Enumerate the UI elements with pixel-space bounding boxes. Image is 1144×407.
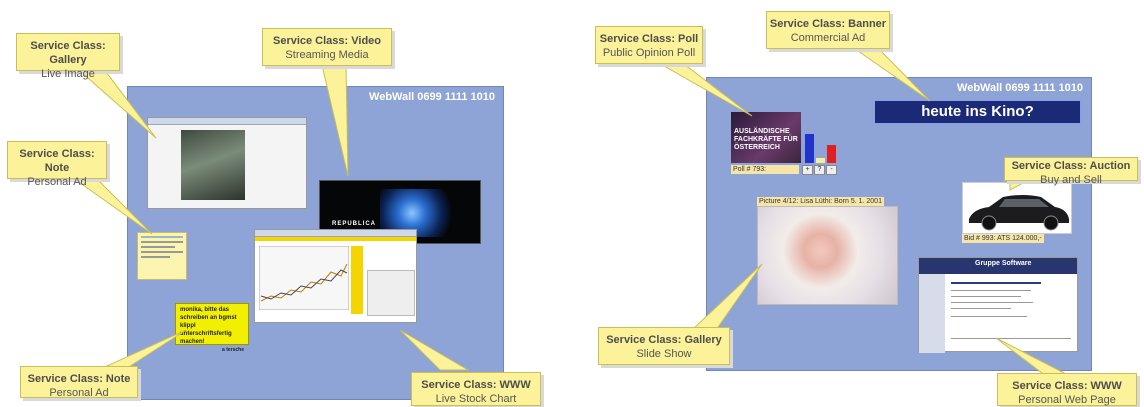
callout-auction: Service Class: Auction Buy and Sell (1004, 157, 1138, 186)
callout-www-personal-page: Service Class: WWW Personal Web Page (997, 373, 1137, 406)
poll-caption: Poll # 793: (731, 165, 799, 174)
note-message: monika, bitte das schreiben an bgmst kli… (180, 307, 237, 345)
callout-note-top: Service Class: Note Personal Ad (7, 141, 107, 188)
car-icon (969, 195, 1069, 231)
poll-yes-button[interactable]: + (802, 165, 813, 175)
slideshow-photo[interactable] (757, 206, 898, 305)
poll-image[interactable]: AUSLÄNDISCHE FACHKRÄFTE FÜR ÖSTERREICH (731, 112, 801, 163)
poll-bar-yes (805, 134, 814, 163)
callout-banner: Service Class: Banner Commercial Ad (766, 11, 890, 49)
personal-web-page-window[interactable]: Gruppe Software (918, 257, 1078, 353)
note-signature: a tersche (222, 347, 244, 353)
callout-gallery-live-image: Service Class: Gallery Live Image (16, 33, 120, 80)
poll-image-text: AUSLÄNDISCHE FACHKRÄFTE FÜR ÖSTERREICH (734, 128, 798, 151)
callout-poll: Service Class: Poll Public Opinion Poll (595, 26, 703, 64)
auction-car-image[interactable] (962, 182, 1072, 234)
left-wall-title: WebWall 0699 1111 1010 (369, 91, 495, 103)
poll-bar-unsure (816, 158, 825, 163)
poll-unsure-button[interactable]: ? (814, 165, 825, 175)
callout-note-bottom: Service Class: Note Personal Ad (20, 366, 138, 399)
live-camera-image (181, 130, 245, 200)
auction-caption: Bid # 993: ATS 124.000,- (962, 234, 1044, 243)
note-personal-ad-yellow[interactable]: monika, bitte das schreiben an bgmst kli… (175, 303, 249, 353)
web-page-title: Gruppe Software (975, 260, 1032, 267)
right-wall-title: WebWall 0699 1111 1010 (957, 82, 1083, 94)
callout-gallery-slideshow: Service Class: Gallery Slide Show (598, 327, 730, 365)
poll-no-button[interactable]: - (826, 165, 837, 175)
note-personal-ad-small[interactable] (137, 232, 187, 280)
live-stock-chart-window[interactable] (254, 229, 417, 323)
commercial-banner[interactable]: heute ins Kino? (873, 99, 1082, 125)
stock-chart-graph (259, 246, 349, 310)
slideshow-caption: Picture 4/12: Lisa Lüthi: Born 5. 1. 200… (757, 197, 884, 206)
callout-video-streaming: Service Class: Video Streaming Media (262, 28, 392, 66)
gallery-live-image-window[interactable] (147, 117, 307, 209)
callout-www-stock-chart: Service Class: WWW Live Stock Chart (411, 372, 541, 406)
video-label: REPUBLICA (332, 221, 377, 227)
poll-buttons: +?- (802, 165, 838, 175)
poll-bar-no (827, 145, 836, 163)
